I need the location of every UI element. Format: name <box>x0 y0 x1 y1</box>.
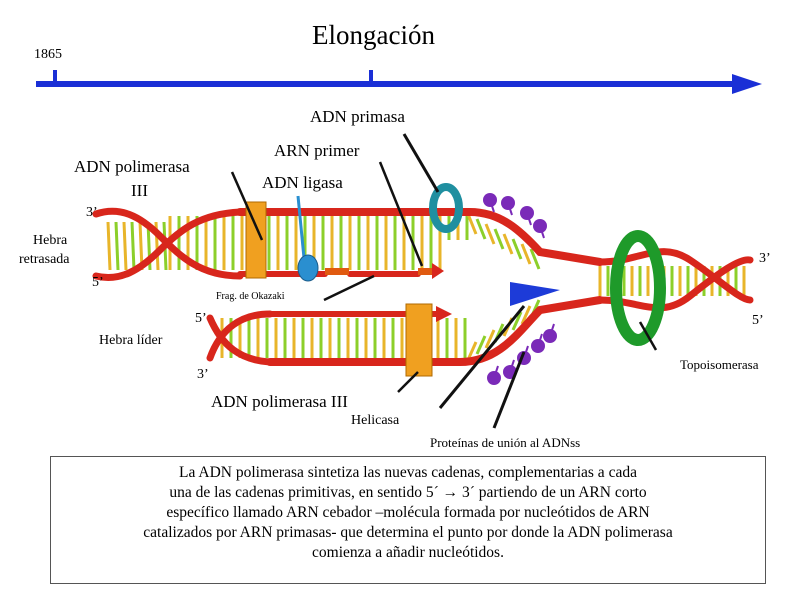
primase-ring <box>429 183 463 233</box>
polymerase-leading-pointer <box>397 371 419 393</box>
label-hebra-lider: Hebra líder <box>99 333 163 348</box>
label-adn-primasa: ADN primasa <box>310 107 405 126</box>
rung-fork-upper <box>493 228 505 250</box>
helix-lower-left-b <box>206 314 274 366</box>
label-adn-polimerasa-top-line1: ADN polimerasa <box>74 157 190 176</box>
rung-fork-upper <box>511 238 523 260</box>
topoisomerase-ring <box>610 230 666 346</box>
ssb-protein <box>533 219 547 233</box>
rung-fork-upper <box>466 213 478 235</box>
dna-ligase-blob <box>297 254 319 282</box>
rna-primer-1 <box>325 268 349 275</box>
helix-lower-left-a <box>206 310 274 362</box>
ligase-stalk <box>296 195 306 259</box>
dna-strands <box>92 207 754 366</box>
ssb-protein <box>531 339 545 353</box>
caption-line-1: La ADN polimerasa sintetiza las nuevas c… <box>179 464 637 481</box>
upper-parental-strand <box>236 208 604 266</box>
leading-arrowhead <box>436 306 452 322</box>
label-hebra-retrasada-line2: retrasada <box>19 252 70 267</box>
rna-primer-2 <box>418 268 432 275</box>
timeline-year-label: 1865 <box>34 47 62 62</box>
caption-line-5: comienza a añadir nucleótidos. <box>312 544 504 561</box>
helix-upper-left-a <box>92 207 244 280</box>
caption-line-2: una de las cadenas primitivas, en sentid… <box>169 484 647 501</box>
ssb-pointer <box>492 351 526 429</box>
primase-pointer <box>402 133 440 193</box>
ssb-protein <box>483 193 497 207</box>
ssb-protein <box>501 196 515 210</box>
label-arn-primer: ARN primer <box>274 141 360 160</box>
lower-parental-strand <box>266 296 604 366</box>
label-proteinas-union: Proteínas de unión al ADNss <box>430 435 581 450</box>
primer-pointer <box>378 161 424 267</box>
rung-fork-upper <box>520 243 532 265</box>
caption-box: La ADN polimerasa sintetiza las nuevas c… <box>50 456 766 584</box>
timeline-arrowhead <box>732 74 762 94</box>
ssb-protein <box>543 329 557 343</box>
ssb-protein <box>487 371 501 385</box>
end-3-top-left: 3’ <box>86 205 98 220</box>
rung-upper-helix <box>106 221 112 271</box>
helicase-wedge <box>510 282 560 306</box>
label-hebra-retrasada-line1: Hebra <box>33 233 68 248</box>
label-adn-polimerasa-bottom: ADN polimerasa III <box>211 392 348 411</box>
diagram-title: Elongación <box>312 20 435 50</box>
label-topoisomerasa: Topoisomerasa <box>680 357 759 372</box>
end-5-bottom-left: 5’ <box>195 311 207 326</box>
end-3-bottom-left: 3’ <box>197 367 209 382</box>
end-3-right: 3’ <box>759 251 771 266</box>
label-frag-okazaki: Frag. de Okazaki <box>216 291 285 302</box>
topoisomerase-pointer <box>638 321 658 351</box>
ssb-protein <box>520 206 534 220</box>
caption-line-4: catalizados por ARN primasas- que determ… <box>143 524 673 541</box>
polymerase-lagging <box>245 201 267 279</box>
rung-upper-helix <box>130 221 136 271</box>
okazaki-pointer <box>323 274 375 302</box>
polymerase-leading <box>405 303 433 377</box>
polymerase-lagging-pointer <box>230 171 264 241</box>
end-5-right: 5’ <box>752 313 764 328</box>
helix-right-a <box>596 248 754 304</box>
rung-fork-upper <box>529 248 541 270</box>
okazaki-arrowhead <box>432 263 444 279</box>
helix-upper-left-b <box>92 208 244 281</box>
rung-fork-lower <box>484 329 496 349</box>
rung-fork-upper <box>484 223 496 245</box>
rung-upper-helix <box>114 221 120 271</box>
helix-right-b <box>596 256 754 312</box>
rung-fork-upper <box>502 233 514 255</box>
helicase-pointer <box>438 305 526 409</box>
rung-fork-lower <box>475 335 487 355</box>
rung-fork-lower <box>511 311 523 331</box>
rung-fork-lower <box>466 341 478 361</box>
caption-line-3: específico llamado ARN cebador –molécula… <box>166 504 650 521</box>
label-adn-ligasa: ADN ligasa <box>262 173 343 192</box>
end-5-top-left: 5’ <box>92 275 104 290</box>
rung-fork-lower <box>520 305 532 325</box>
rung-fork-upper <box>475 218 487 240</box>
label-adn-polimerasa-top-line2: III <box>131 181 148 200</box>
rung-upper-helix <box>122 221 128 271</box>
label-helicasa: Helicasa <box>351 413 400 428</box>
ssb-proteins <box>483 193 557 385</box>
